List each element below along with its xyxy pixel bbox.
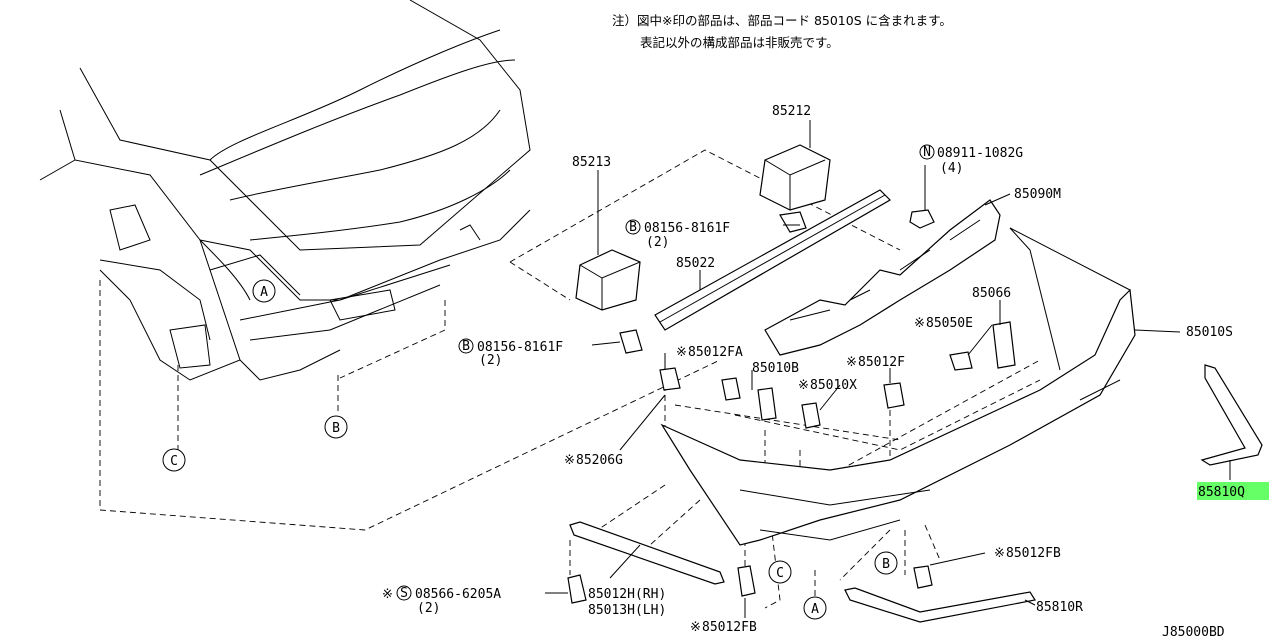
part-85810r-drawing: [844, 587, 1036, 623]
label-85010s[interactable]: 85010S: [1186, 325, 1233, 340]
label-85090m[interactable]: 85090M: [1014, 187, 1061, 202]
svg-text:※: ※: [798, 378, 809, 393]
svg-text:85012F: 85012F: [858, 355, 905, 370]
part-85090m-drawing: [764, 199, 1001, 356]
label-85050e[interactable]: ※ 85050E: [914, 316, 973, 331]
label-85010x[interactable]: ※ 85010X: [798, 378, 857, 393]
svg-text:※: ※: [994, 546, 1005, 561]
label-85213[interactable]: 85213: [572, 155, 611, 170]
label-85810r[interactable]: 85810R: [1036, 600, 1083, 615]
label-08566-6205a[interactable]: ※ S 08566-6205A (2): [382, 585, 501, 616]
label-85212[interactable]: 85212: [772, 104, 811, 119]
note-line-1: 注）図中※印の部品は、部品コード 85010S に含まれます。: [612, 13, 952, 28]
svg-text:B: B: [882, 557, 890, 572]
svg-text:85012FB: 85012FB: [1006, 546, 1061, 561]
svg-text:※: ※: [690, 620, 701, 635]
svg-text:S: S: [400, 586, 408, 601]
part-85022-drawing: [654, 189, 891, 331]
svg-text:(2): (2): [417, 601, 440, 616]
part-85213-drawing: [575, 249, 643, 354]
label-85013h-lh[interactable]: 85013H(LH): [588, 603, 666, 618]
svg-text:08156-8161F: 08156-8161F: [477, 340, 563, 355]
label-85810q[interactable]: 85810Q: [1197, 482, 1269, 500]
svg-text:※: ※: [564, 453, 575, 468]
label-85010b[interactable]: 85010B: [752, 361, 799, 376]
label-08156-8161f-lower[interactable]: B 08156-8161F (2): [458, 338, 563, 368]
svg-text:08156-8161F: 08156-8161F: [644, 221, 730, 236]
part-85050e-drawing: [949, 351, 973, 371]
svg-text:B: B: [629, 220, 637, 235]
part-85010s-bumper-drawing: [660, 227, 1136, 546]
svg-text:(2): (2): [646, 235, 669, 250]
label-85012h-rh[interactable]: 85012H(RH): [588, 587, 666, 602]
svg-text:C: C: [170, 454, 178, 469]
svg-text:85012FB: 85012FB: [702, 620, 757, 635]
leader-dashes: [99, 149, 1041, 609]
svg-text:(2): (2): [479, 353, 502, 368]
svg-text:B: B: [462, 339, 470, 354]
svg-text:A: A: [811, 602, 819, 617]
svg-text:※: ※: [382, 587, 393, 602]
nut-08911-drawing: [909, 209, 935, 229]
svg-text:※: ※: [676, 345, 687, 360]
callout-c-bottom: C: [768, 560, 792, 584]
label-85022[interactable]: 85022: [676, 256, 715, 271]
callout-c-left: C: [162, 448, 186, 472]
svg-text:※: ※: [914, 316, 925, 331]
svg-text:A: A: [260, 285, 268, 300]
svg-text:85012FA: 85012FA: [688, 345, 743, 360]
note-line-2: 表記以外の構成部品は非販売です。: [640, 35, 839, 50]
svg-text:85050E: 85050E: [926, 316, 973, 331]
svg-text:08911-1082G: 08911-1082G: [937, 146, 1023, 161]
callout-a-bottom: A: [803, 596, 827, 620]
svg-text:08566-6205A: 08566-6205A: [415, 587, 501, 602]
svg-text:(4): (4): [940, 161, 963, 176]
callout-a-top: A: [252, 279, 276, 303]
callout-b-bottom: B: [874, 551, 898, 575]
label-85206g[interactable]: ※ 85206G: [564, 453, 623, 468]
label-08156-8161f-upper[interactable]: B 08156-8161F (2): [625, 219, 730, 250]
svg-text:C: C: [776, 566, 784, 581]
svg-text:85810Q: 85810Q: [1198, 485, 1245, 500]
label-85012fb-bottom[interactable]: ※ 85012FB: [690, 620, 757, 635]
callout-b-left: B: [324, 415, 348, 439]
label-85012fa[interactable]: ※ 85012FA: [676, 345, 743, 360]
car-body-outline: [39, 0, 531, 381]
part-85810q-drawing: [1200, 364, 1263, 466]
svg-text:85010X: 85010X: [810, 378, 857, 393]
label-08911-1082g[interactable]: N 08911-1082G (4): [919, 144, 1023, 176]
label-85066[interactable]: 85066: [972, 286, 1011, 301]
diagram-id: J85000BD: [1162, 625, 1225, 640]
label-leaders: [545, 120, 1231, 618]
part-85012h-drawing: [569, 521, 725, 585]
svg-text:※: ※: [846, 355, 857, 370]
svg-text:85206G: 85206G: [576, 453, 623, 468]
clip-drawings: [567, 367, 933, 604]
label-85012fb-right[interactable]: ※ 85012FB: [994, 546, 1061, 561]
svg-text:B: B: [332, 421, 340, 436]
part-85212-drawing: [759, 144, 831, 233]
part-85066-drawing: [992, 321, 1016, 369]
svg-text:N: N: [923, 145, 931, 160]
label-85012f[interactable]: ※ 85012F: [846, 355, 905, 370]
